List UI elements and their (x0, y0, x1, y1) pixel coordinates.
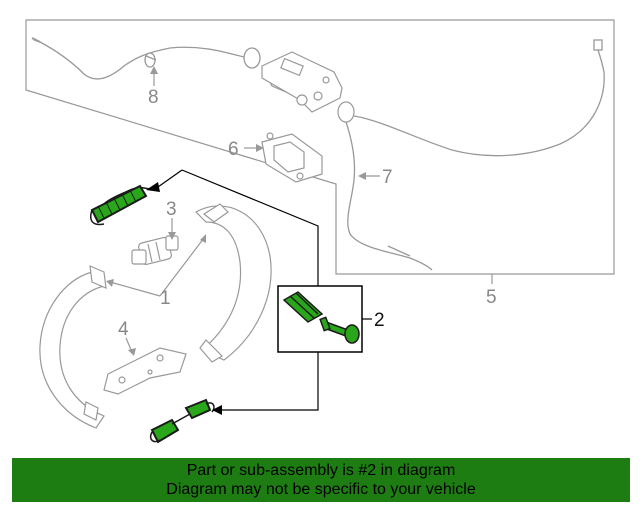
part-5-actuator (261, 51, 355, 123)
part-1-shoe-front (39, 265, 107, 429)
cable-assembly-panel (25, 19, 615, 275)
banner-line-2: Diagram may not be specific to your vehi… (166, 481, 476, 498)
callout-5: 5 (486, 287, 497, 308)
part-6-bracket (261, 132, 323, 183)
callout-arrowheads (106, 66, 366, 356)
callout-1: 1 (160, 288, 171, 309)
part-1-shoe-rear (195, 203, 272, 363)
part-2-kit-spring (282, 291, 324, 323)
part-3-adjuster (131, 235, 179, 266)
upper-spring (90, 184, 155, 226)
callout-2: 2 (374, 310, 385, 331)
part-8-cable (31, 37, 261, 80)
part-5-cables (345, 39, 605, 271)
leader-upper-tail (157, 169, 183, 188)
leader-arrowhead-lower (212, 405, 222, 415)
part-2-leaders (181, 169, 319, 411)
callout-3: 3 (166, 199, 177, 220)
callout-8: 8 (148, 87, 159, 108)
callout-4: 4 (118, 319, 129, 340)
part-2-kit-pin (319, 316, 360, 344)
leader-arrowhead-upper (146, 182, 160, 192)
lower-spring (149, 398, 215, 444)
callout-7: 7 (382, 167, 393, 188)
parts-diagram: 8 6 7 3 1 4 5 2 (25, 19, 615, 444)
callout-6: 6 (228, 139, 239, 160)
part-info-banner: Part or sub-assembly is #2 in diagram Di… (12, 458, 630, 502)
banner-line-1: Part or sub-assembly is #2 in diagram (186, 462, 456, 479)
part-4-lever (103, 347, 187, 395)
